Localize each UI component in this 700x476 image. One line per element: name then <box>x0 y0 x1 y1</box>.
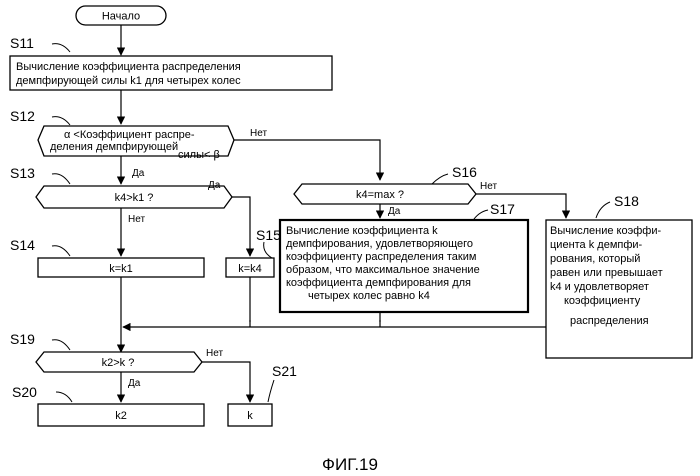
step-s19: S19 k2>k ? <box>10 331 202 372</box>
leader-s20 <box>56 392 72 402</box>
arrow-s13-s15 <box>232 197 250 256</box>
s18-line-7: распределения <box>570 315 649 327</box>
s11-line-1: Вычисление коэффициента распределения <box>16 61 241 73</box>
leader-s14 <box>52 246 70 256</box>
step-s15: S15 k=k4 <box>226 227 281 277</box>
s19-no-text: Нет <box>206 348 223 359</box>
leader-s19 <box>52 340 70 350</box>
s17-line-2: демпфирования, удовлетворяющего <box>286 238 473 250</box>
step-s12: S12 α <Коэффициент распре- деления демпф… <box>10 108 234 161</box>
step-s16: S16 k4=max ? <box>294 164 477 204</box>
leader-s11 <box>52 44 70 52</box>
s18-line-1: Вычисление коэффи- <box>550 225 661 237</box>
s17-line-3: коэффициенту распределения таким <box>286 251 476 263</box>
s13-text: k4>k1 ? <box>115 192 154 204</box>
start-text: Начало <box>102 11 140 23</box>
start-terminal: Начало <box>76 6 166 25</box>
step-s18: S18 Вычисление коэффи- циента k демпфи- … <box>546 193 692 358</box>
leader-s15 <box>264 242 272 258</box>
step-s21: S21 k <box>228 363 297 426</box>
s13-yes-text: Да <box>208 180 221 191</box>
s11-line-2: демпфирующей силы k1 для четырех колес <box>16 75 241 87</box>
leader-s18 <box>596 202 610 218</box>
s18-line-3: рования, который <box>550 253 640 265</box>
step-s20: S20 k2 <box>12 384 204 426</box>
s19-yes-text: Да <box>128 378 141 389</box>
s19-text: k2>k ? <box>102 357 135 369</box>
label-s18: S18 <box>614 193 639 209</box>
s18-line-6: коэффициенту <box>564 295 641 307</box>
figure-caption: ФИГ.19 <box>322 455 378 474</box>
s17-line-5: коэффициента демпфирования для <box>286 277 471 289</box>
step-s14: S14 k=k1 <box>10 237 204 277</box>
s17-line-1: Вычисление коэффициента k <box>286 225 438 237</box>
label-s19: S19 <box>10 331 35 347</box>
label-s14: S14 <box>10 237 35 253</box>
s12-line-2: деления демпфирующей <box>50 141 178 153</box>
label-s21: S21 <box>272 363 297 379</box>
s20-text: k2 <box>115 410 127 422</box>
s12-line-3: силы< β <box>178 149 220 161</box>
s15-text: k=k4 <box>238 263 262 275</box>
label-s12: S12 <box>10 108 35 124</box>
s21-text: k <box>247 410 253 422</box>
label-s11: S11 <box>10 35 34 51</box>
s17-line-4: образом, что максимальное значение <box>286 264 480 276</box>
label-s17: S17 <box>490 201 515 217</box>
s12-line-1: α <Коэффициент распре- <box>64 129 195 141</box>
s16-yes-text: Да <box>388 206 401 217</box>
s12-yes-text: Да <box>132 168 145 179</box>
label-s13: S13 <box>10 165 35 181</box>
leader-s21 <box>268 380 274 402</box>
arrow-s12-s16 <box>234 140 380 180</box>
s18-line-5: k4 и удовлетворяет <box>550 281 649 293</box>
leader-s13 <box>52 174 70 184</box>
leader-s16 <box>432 174 448 184</box>
label-s15: S15 <box>256 227 281 243</box>
s13-no-text: Нет <box>128 214 145 225</box>
s18-line-4: равен или превышает <box>550 267 663 279</box>
s18-line-2: циента k демпфи- <box>550 239 643 251</box>
s16-no-text: Нет <box>480 181 497 192</box>
step-s11: S11 Вычисление коэффициента распределени… <box>10 35 332 90</box>
label-s20: S20 <box>12 384 37 400</box>
leader-s12 <box>52 117 70 125</box>
s14-text: k=k1 <box>109 263 133 275</box>
s12-no-text: Нет <box>250 128 267 139</box>
s16-text: k4=max ? <box>356 189 404 201</box>
step-s17: S17 Вычисление коэффициента k демпфирова… <box>280 201 528 312</box>
arrow-s19-s21 <box>202 362 250 402</box>
label-s16: S16 <box>452 164 477 180</box>
s17-line-6: четырех колес равно k4 <box>308 290 430 302</box>
